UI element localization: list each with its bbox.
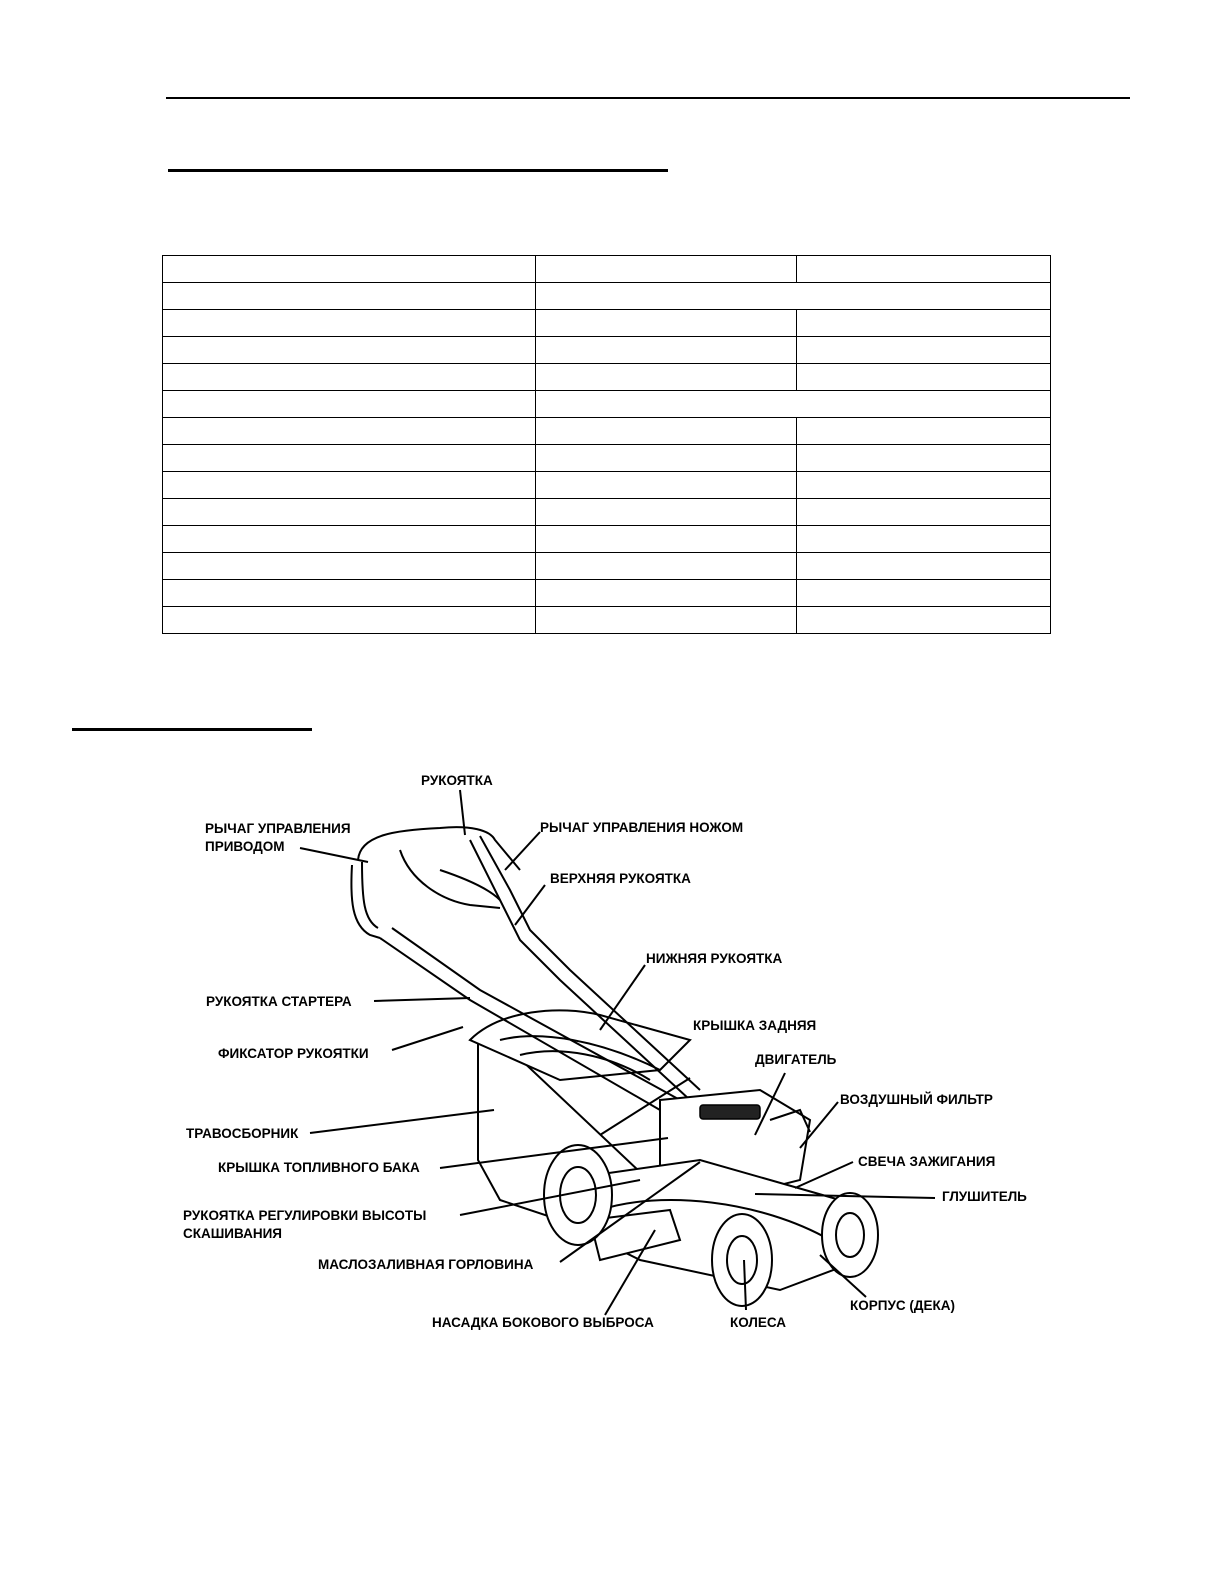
table-cell	[535, 255, 797, 283]
label-side-discharge: НАСАДКА БОКОВОГО ВЫБРОСА	[432, 1315, 654, 1330]
label-grass-catcher: ТРАВОСБОРНИК	[186, 1126, 299, 1141]
table-cell	[535, 336, 797, 364]
table-cell	[535, 579, 797, 607]
table-row	[162, 282, 1051, 310]
label-oil-filler: МАСЛОЗАЛИВНАЯ ГОРЛОВИНА	[318, 1257, 534, 1272]
table-cell	[535, 498, 797, 526]
specifications-table	[162, 255, 1051, 634]
table-row	[162, 309, 1051, 337]
top-rule	[166, 97, 1130, 99]
table-cell	[162, 579, 536, 607]
table-row	[162, 390, 1051, 418]
leader-lines	[299, 789, 936, 1316]
table-row	[162, 444, 1051, 472]
table-row	[162, 525, 1051, 553]
table-cell	[796, 552, 1051, 580]
table-cell	[162, 444, 536, 472]
table-cell	[162, 498, 536, 526]
table-cell	[535, 390, 1051, 418]
table-cell	[796, 363, 1051, 391]
label-height-lever: РУКОЯТКА РЕГУЛИРОВКИ ВЫСОТЫ	[183, 1208, 426, 1223]
label-drive-lever-line2: ПРИВОДОМ	[205, 839, 285, 854]
table-cell	[796, 417, 1051, 445]
table-row	[162, 552, 1051, 580]
label-air-filter: ВОЗДУШНЫЙ ФИЛЬТР	[840, 1092, 993, 1107]
table-cell	[796, 525, 1051, 553]
table-cell	[162, 471, 536, 499]
rear-wheel-right	[821, 1192, 879, 1278]
label-blade-lever: РЫЧАГ УПРАВЛЕНИЯ НОЖОМ	[540, 820, 743, 835]
label-deck: КОРПУС (ДЕКА)	[850, 1298, 955, 1313]
table-cell	[535, 444, 797, 472]
table-cell	[162, 309, 536, 337]
table-cell	[796, 579, 1051, 607]
label-engine: ДВИГАТЕЛЬ	[755, 1052, 837, 1067]
table-cell	[535, 525, 797, 553]
label-starter-handle: РУКОЯТКА СТАРТЕРА	[206, 994, 352, 1009]
table-row	[162, 363, 1051, 391]
rear-wheel-left	[543, 1144, 613, 1246]
handle-bar	[357, 826, 521, 871]
label-spark-plug: СВЕЧА ЗАЖИГАНИЯ	[858, 1154, 995, 1169]
table-cell	[162, 417, 536, 445]
table-cell	[162, 363, 536, 391]
table-cell	[796, 606, 1051, 634]
table-row	[162, 255, 1051, 283]
table-cell	[535, 363, 797, 391]
table-cell	[535, 552, 797, 580]
table-row	[162, 579, 1051, 607]
label-handle: РУКОЯТКА	[421, 773, 493, 788]
table-row	[162, 498, 1051, 526]
table-cell	[162, 525, 536, 553]
lawn-mower-diagram: РУКОЯТКА РЫЧАГ УПРАВЛЕНИЯ ПРИВОДОМ РЫЧАГ…	[183, 773, 1027, 1330]
table-cell	[796, 255, 1051, 283]
section-heading-underline	[168, 169, 668, 172]
diagram-labels: РУКОЯТКА РЫЧАГ УПРАВЛЕНИЯ ПРИВОДОМ РЫЧАГ…	[183, 773, 1027, 1330]
side-discharge-shape	[588, 1208, 682, 1262]
table-row	[162, 336, 1051, 364]
table-cell	[535, 471, 797, 499]
table-cell	[162, 336, 536, 364]
mower-illustration	[350, 826, 879, 1307]
table-cell	[796, 444, 1051, 472]
label-muffler: ГЛУШИТЕЛЬ	[942, 1189, 1027, 1204]
table-cell	[162, 255, 536, 283]
label-lower-handle: НИЖНЯЯ РУКОЯТКА	[646, 951, 783, 966]
table-cell	[796, 309, 1051, 337]
table-row	[162, 417, 1051, 445]
table-cell	[535, 417, 797, 445]
table-row	[162, 471, 1051, 499]
section-heading-underline	[72, 728, 312, 731]
label-wheels: КОЛЕСА	[730, 1315, 786, 1330]
table-row	[162, 606, 1051, 634]
table-cell	[162, 390, 536, 418]
table-cell	[162, 606, 536, 634]
label-height-lever-line2: СКАШИВАНИЯ	[183, 1226, 282, 1241]
table-cell	[535, 309, 797, 337]
table-cell	[535, 606, 797, 634]
label-upper-handle: ВЕРХНЯЯ РУКОЯТКА	[550, 871, 691, 886]
front-wheel	[711, 1213, 773, 1307]
table-cell	[535, 282, 1051, 310]
table-cell	[796, 498, 1051, 526]
label-handle-lock: ФИКСАТОР РУКОЯТКИ	[218, 1046, 369, 1061]
label-rear-cover: КРЫШКА ЗАДНЯЯ	[693, 1018, 816, 1033]
table-cell	[162, 282, 536, 310]
table-cell	[162, 552, 536, 580]
label-drive-lever: РЫЧАГ УПРАВЛЕНИЯ	[205, 821, 351, 836]
label-fuel-cap: КРЫШКА ТОПЛИВНОГО БАКА	[218, 1160, 420, 1175]
table-cell	[796, 336, 1051, 364]
table-cell	[796, 471, 1051, 499]
